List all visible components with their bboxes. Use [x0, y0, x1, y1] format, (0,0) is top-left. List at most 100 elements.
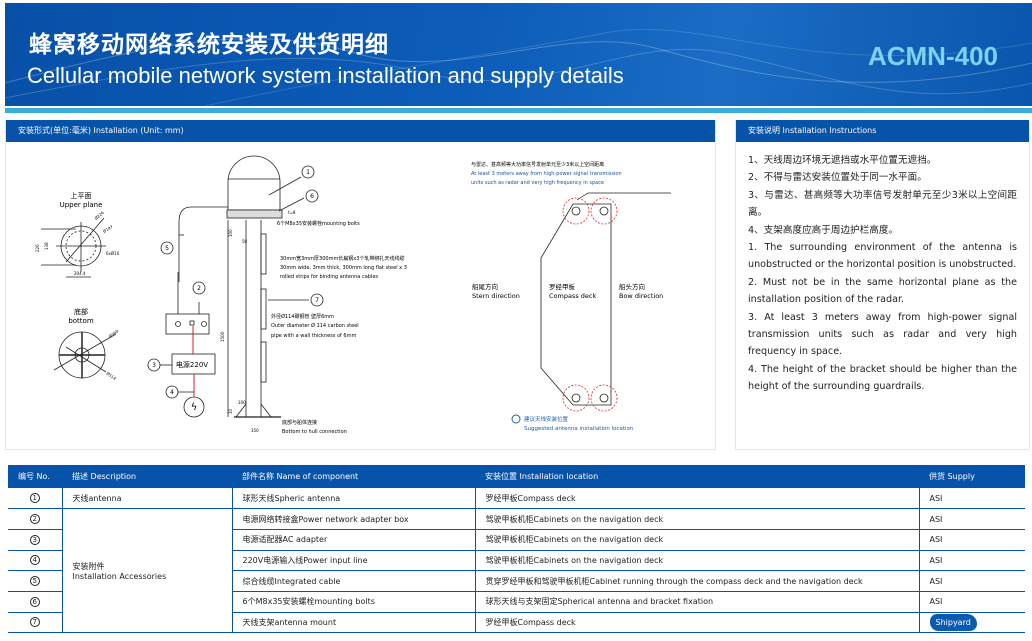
supply-table: 编号 No. 描述 Description 部件名称 Name of compo…	[8, 465, 1025, 634]
cell-supply: ASI	[919, 508, 1025, 530]
radar-note-cn: 与雷达、甚高频等大功率信号发射单元至少3米以上空间距离	[471, 161, 604, 168]
cell-supply: ASI	[919, 488, 1025, 510]
bottom-drawing	[53, 331, 117, 379]
dim-label: Ø114	[105, 371, 117, 382]
cell-location: 驾驶甲板机柜Cabinets on the navigation deck	[475, 529, 920, 551]
shipyard-badge: Shipyard	[929, 613, 977, 631]
stern-label-cn: 船尾方向	[472, 282, 498, 291]
instruction-item: 1、天线周边环境无遮挡或水平位置无遮挡。	[748, 155, 937, 166]
antenna-pole-drawing	[160, 155, 309, 418]
svg-text:7: 7	[315, 297, 319, 304]
deck-label-cn: 罗经甲板	[549, 282, 576, 291]
bottom-label-en: bottom	[68, 317, 93, 325]
dim-label: 100	[238, 400, 246, 405]
suggest-label-en: Suggested antenna installation location	[524, 426, 634, 432]
cell-component: 电源网络转接盒Power network adapter box	[232, 508, 476, 530]
instructions-heading: 安装说明 Installation Instructions	[736, 120, 1029, 142]
marker-circles: 1 2 3 4 5 6 7	[147, 165, 324, 399]
hull-label-en: Bottom to hull connection	[282, 429, 347, 435]
instruction-item: 4、支架高度应高于周边护栏高度。	[748, 224, 899, 236]
number-badge: 3	[29, 534, 40, 545]
model-number: ACMN-400	[867, 41, 998, 71]
header-banner: 蜂窝移动网络系统安装及供货明细 Cellular mobile network …	[5, 3, 1032, 106]
cell-description: 天线antenna	[62, 488, 233, 510]
power-label: 电源220V	[176, 360, 208, 369]
col-header-description: 描述 Description	[62, 465, 232, 488]
cell-location: 罗经甲板Compass deck	[475, 488, 920, 510]
upper-plane-label-cn: 上平面	[71, 191, 92, 200]
svg-text:6: 6	[310, 193, 314, 200]
cell-no: 3	[8, 529, 63, 551]
radar-note-en: units such as radar and very high freque…	[471, 180, 604, 186]
cell-component: 6个M8x35安装螺栓mounting bolts	[232, 591, 476, 613]
steel-label-cn: 30mm宽3mm厚300mm长扁钢x3个轧带绑扎天线线缆	[280, 255, 404, 262]
dim-label: 10	[228, 408, 233, 414]
cell-component: 球形天线Spheric antenna	[232, 488, 476, 510]
number-badge: 4	[29, 555, 40, 566]
page-title-cn: 蜂窝移动网络系统安装及供货明细	[29, 32, 389, 58]
number-badge: 1	[29, 493, 40, 504]
network-wave-decoration	[5, 28, 1032, 106]
number-badge: 5	[29, 576, 40, 587]
number-badge: 2	[29, 514, 40, 525]
dim-label: Ø197	[102, 224, 114, 234]
pipe-label-en: pipe with a wall thickness of 6mm	[271, 333, 356, 339]
dim-label: 226	[35, 244, 40, 252]
col-header-location: 安装位置 Installation location	[475, 465, 919, 488]
stern-label-en: Stern direction	[472, 292, 520, 300]
instruction-item: 1. The surrounding environment of the an…	[748, 242, 1017, 271]
instruction-item: 2. Must not be in the same horizontal pl…	[748, 276, 1017, 306]
bow-label-cn: 船头方向	[619, 282, 645, 291]
dim-label: Ø226	[93, 210, 105, 221]
dim-label: 350	[251, 428, 259, 433]
dim-label: 1500	[220, 331, 225, 342]
cell-no: 4	[8, 550, 63, 572]
svg-text:4: 4	[170, 389, 174, 396]
bottom-label-cn: 底部	[74, 307, 88, 316]
pipe-label-en: Outer diameter Ø 114 carbon steel	[271, 322, 359, 329]
svg-text:5: 5	[165, 245, 169, 252]
number-badge: 6	[29, 596, 40, 607]
cell-location: 球形天线与支架固定Spherical antenna and bracket f…	[475, 591, 920, 613]
number-badge: 7	[29, 617, 40, 628]
upper-plane-drawing	[41, 217, 106, 278]
cell-component: 电源适配器AC adapter	[232, 529, 476, 551]
dim-label: 138	[44, 242, 49, 250]
pipe-label-cn: 外径Ø114碳钢管 壁厚6mm	[271, 313, 334, 320]
deck-plan-drawing	[511, 192, 671, 424]
cell-location: 驾驶甲板机柜Cabinets on the navigation deck	[475, 550, 920, 572]
instructions-panel: 安装说明 Installation Instructions 1、天线周边环境无…	[735, 120, 1030, 450]
svg-text:1: 1	[306, 169, 310, 176]
installation-diagram: 上平面 Upper plane Ø226 Ø197 6xØ10 226 138 …	[35, 155, 671, 435]
svg-text:3: 3	[152, 362, 156, 369]
svg-text:2: 2	[197, 285, 201, 292]
cell-location: 驾驶甲板机柜Cabinets on the navigation deck	[475, 508, 920, 530]
cell-no: 5	[8, 570, 63, 592]
cell-supply: ASI	[919, 570, 1025, 592]
col-header-no: 编号 No.	[8, 465, 62, 488]
table-header-row: 编号 No. 描述 Description 部件名称 Name of compo…	[8, 465, 1025, 488]
instruction-item: 2、不得与雷达安装位置处于同一水平面。	[748, 172, 927, 184]
cell-location: 罗经甲板Compass deck	[475, 612, 920, 634]
dim-label: t=8	[288, 210, 296, 215]
cell-location: 贯穿罗经甲板和驾驶甲板机柜Cabinet running through the…	[475, 570, 920, 592]
page-title-en: Cellular mobile network system installat…	[27, 63, 624, 88]
installation-panel: 安装形式(单位:毫米) Installation (Unit: mm) 上平面 …	[5, 120, 716, 450]
deck-label-en: Compass deck	[549, 292, 596, 300]
instruction-item: 3、与雷达、甚高频等大功率信号发射单元至少3米以上空间距离。	[748, 189, 1017, 219]
upper-plane-label-en: Upper plane	[60, 201, 103, 209]
cell-supply: ASI	[919, 529, 1025, 551]
cell-supply: ASI	[919, 591, 1025, 613]
group-desc-cn: 安装附件	[72, 561, 105, 571]
dim-label: 50	[242, 239, 248, 244]
cell-supply: ASI	[919, 550, 1025, 572]
group-desc-en: Installation Accessories	[72, 571, 167, 581]
bolts-label: 6个M8x35安装螺栓mounting bolts	[277, 220, 360, 227]
